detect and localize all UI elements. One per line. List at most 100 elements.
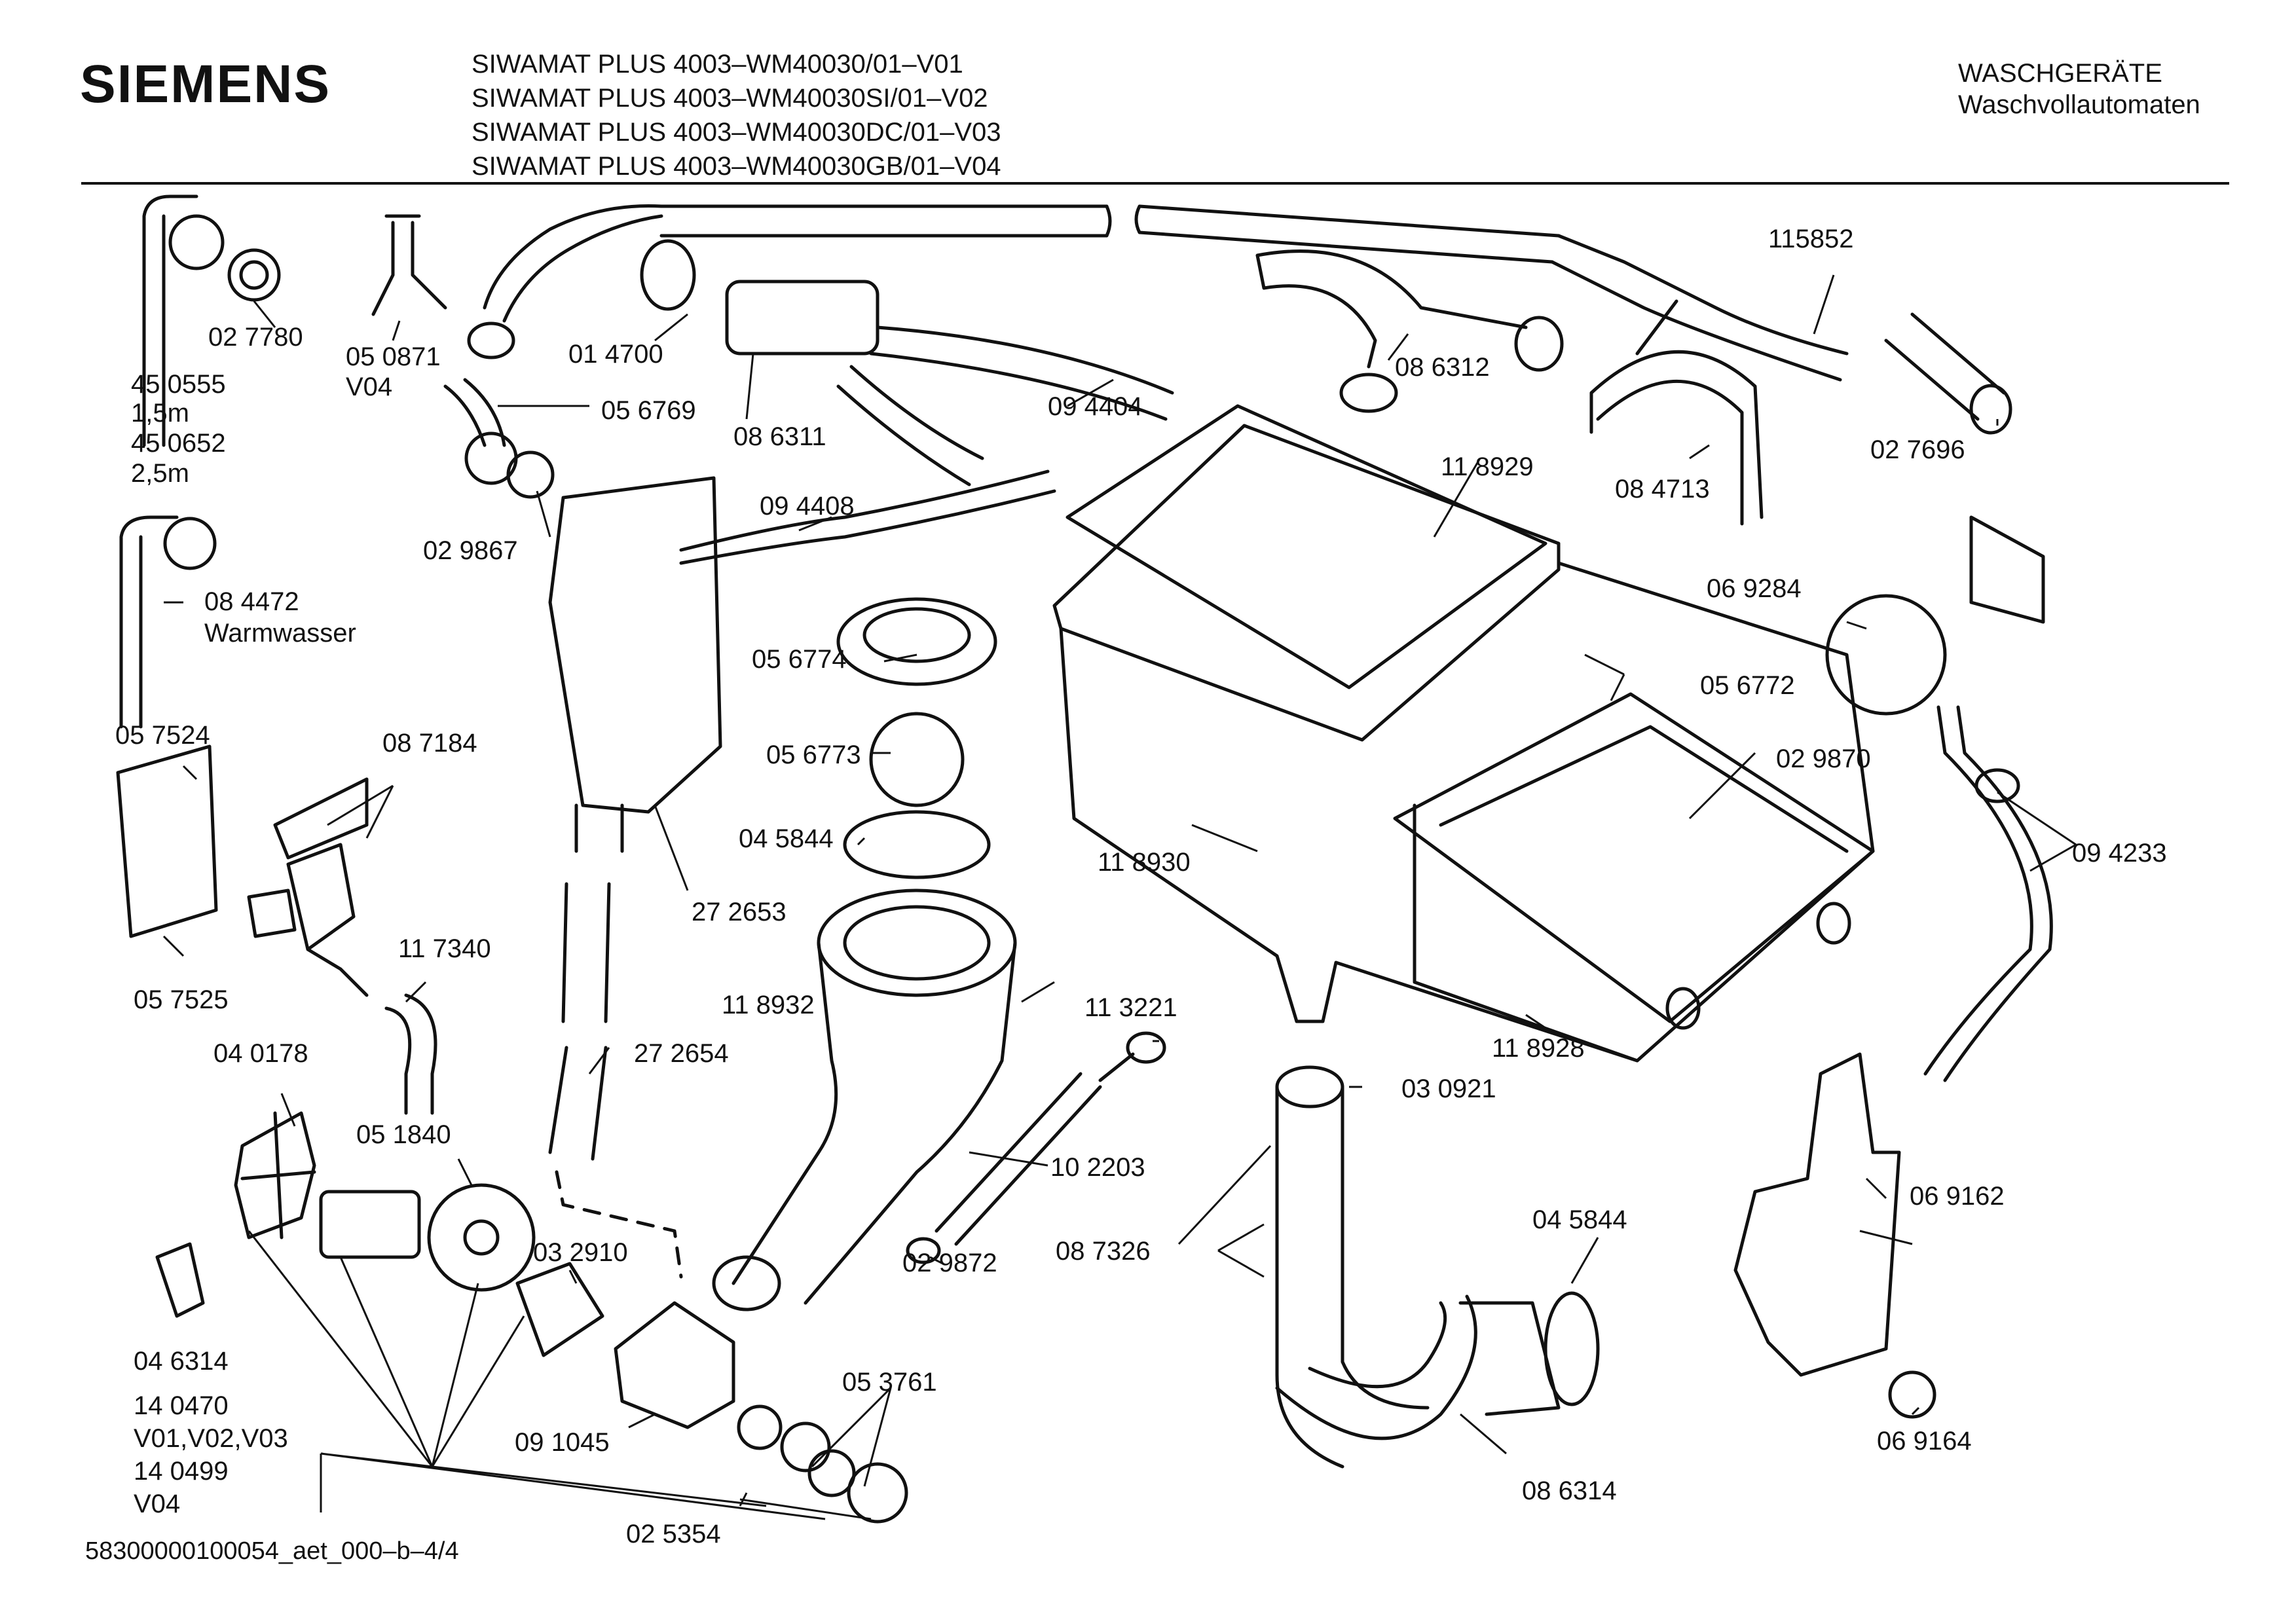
solenoid-valve-drawing <box>247 843 369 997</box>
bracket-drawing <box>1589 299 1764 526</box>
part-label: 01 4700 <box>568 340 663 369</box>
clip-04-6314-drawing <box>155 1242 205 1318</box>
part-label: 03 2910 <box>533 1238 628 1267</box>
part-label: 05 3761 <box>842 1368 937 1397</box>
dashed-connection <box>555 1170 683 1279</box>
part-label: 08 7326 <box>1056 1237 1151 1266</box>
sump-outlet-drawing <box>712 1255 781 1311</box>
drain-pipe-drawing <box>1275 1085 1430 1469</box>
warmwater-hose-drawing <box>119 515 179 729</box>
part-label: 08 7184 <box>382 729 477 758</box>
plug-06-9164-drawing <box>1888 1370 1936 1419</box>
heater-cap-drawing <box>1126 1031 1166 1064</box>
part-label: 08 6314 <box>1522 1476 1617 1505</box>
cap-drawing <box>847 1462 908 1524</box>
part-label: 02 7696 <box>1870 435 1965 464</box>
part-label: V04 <box>134 1490 180 1518</box>
document-id: 58300000100054_aet_000–b–4/4 <box>85 1537 459 1565</box>
part-label: V04 <box>346 373 392 401</box>
drain-bellow-drawing <box>1275 1294 1561 1440</box>
part-label: V01,V02,V03 <box>134 1424 288 1453</box>
part-label: 11 7340 <box>398 934 491 963</box>
ball-05-6773-drawing <box>869 712 965 807</box>
sump-body-drawing <box>731 941 1017 1305</box>
part-label: 04 0178 <box>213 1039 308 1068</box>
ring2-05-3761-drawing <box>807 1449 856 1497</box>
impeller-hub-drawing <box>463 1219 500 1256</box>
valve-connector-drawing <box>640 239 696 311</box>
part-label: 05 7524 <box>115 721 210 750</box>
part-label: 06 9284 <box>1707 574 1802 603</box>
drawer-roller-drawing <box>1665 987 1701 1030</box>
category-line: Waschvollautomaten <box>1958 90 2200 119</box>
part-label: 11 8928 <box>1492 1034 1585 1063</box>
part-label: 09 4233 <box>2072 839 2167 868</box>
hose-segment-drawing <box>548 882 611 1161</box>
part-label: 02 9872 <box>902 1249 997 1277</box>
inlet-hose-left-drawing <box>142 194 198 447</box>
model-line: SIWAMAT PLUS 4003–WM40030/01–V01 <box>472 50 963 79</box>
bellow-hose-drawing <box>483 204 663 323</box>
sleeve-drawing <box>1884 312 2006 421</box>
part-label: 05 6774 <box>752 645 847 674</box>
model-line: SIWAMAT PLUS 4003–WM40030SI/01–V02 <box>472 84 988 113</box>
part-label: 08 6311 <box>733 422 826 451</box>
header-divider <box>81 182 2229 185</box>
part-label: 05 0871 <box>346 342 441 371</box>
seal-05-3761-drawing <box>737 1404 783 1450</box>
part-label: 09 1045 <box>515 1428 610 1457</box>
part-label: 08 4472 <box>204 587 299 616</box>
part-label: 02 9870 <box>1776 744 1871 773</box>
pressure-switch-drawing <box>1825 594 1947 716</box>
part-label: 05 1840 <box>356 1120 451 1149</box>
pump-housing-drawing <box>614 1301 735 1429</box>
ring-05-3761-drawing <box>780 1421 831 1473</box>
pipe-end-drawing <box>1514 316 1564 372</box>
y-piece-drawing <box>371 214 447 316</box>
part-label: 09 4404 <box>1048 392 1143 421</box>
part-label: 05 6773 <box>766 741 861 769</box>
washer-ring-drawing <box>1974 768 2020 803</box>
valve-body-drawing <box>725 280 880 356</box>
fan-impeller-drawing <box>234 1111 316 1239</box>
container-hose-drawing <box>679 469 1056 565</box>
mounting-plate-drawing <box>116 744 218 938</box>
part-label: 14 0470 <box>134 1391 229 1420</box>
switch-bracket-drawing <box>1969 515 2045 624</box>
sump-top-inner-drawing <box>843 905 991 981</box>
part-label: 11 8932 <box>722 991 815 1019</box>
part-label: 04 5844 <box>1532 1205 1627 1234</box>
coupling-nut-2-drawing <box>163 517 217 570</box>
clamp-04-5844-drawing <box>843 810 991 879</box>
valve-hoses-drawing <box>836 325 1174 486</box>
sleeve-end-drawing <box>1969 384 2012 435</box>
bracket-06-9162-drawing <box>1733 1052 1901 1377</box>
hose-end-drawing <box>467 321 515 359</box>
part-label: 03 0921 <box>1401 1074 1496 1103</box>
part-label: Warmwasser <box>204 619 356 648</box>
part-label: 1,5m <box>131 399 189 428</box>
dispenser-lid-drawing <box>1065 404 1547 689</box>
connector-02-9872-drawing <box>906 1237 941 1264</box>
coupling-nut-drawing <box>168 214 225 270</box>
brand-logo: SIEMENS <box>80 54 331 114</box>
model-line: SIWAMAT PLUS 4003–WM40030GB/01–V04 <box>472 152 1001 181</box>
dispenser-housing-drawing <box>1059 561 1875 1063</box>
pipe-top-drawing <box>1275 1065 1344 1108</box>
part-label: 45 0555 <box>131 370 226 399</box>
part-label: 27 2653 <box>692 898 787 926</box>
part-label: 06 9164 <box>1877 1427 1972 1456</box>
model-line: SIWAMAT PLUS 4003–WM40030DC/01–V03 <box>472 118 1001 147</box>
ring-drawing-2 <box>506 450 555 499</box>
valve-bracket-drawing <box>273 777 369 860</box>
part-label: 05 6769 <box>601 396 696 425</box>
heater-tube-drawing <box>935 1052 1135 1246</box>
part-label: 05 6772 <box>1700 671 1795 700</box>
part-label: 14 0499 <box>134 1457 229 1486</box>
part-label: 2,5m <box>131 459 189 488</box>
part-label: 11 8929 <box>1441 452 1534 481</box>
part-label: 11 3221 <box>1084 993 1177 1022</box>
part-label: 08 4713 <box>1615 475 1710 504</box>
header: SIEMENS SIWAMAT PLUS 4003–WM40030/01–V01… <box>0 0 2296 196</box>
part-label: 45 0652 <box>131 429 226 458</box>
